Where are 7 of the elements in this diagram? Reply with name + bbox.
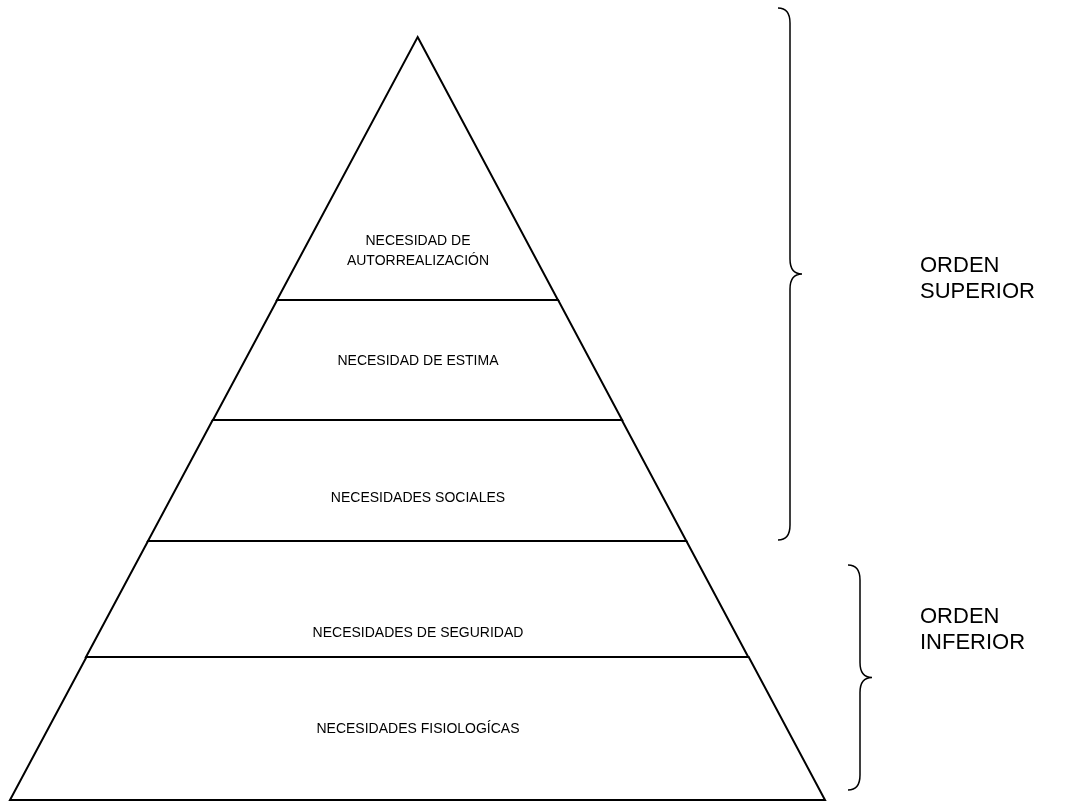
level-label: NECESIDAD DE AUTORREALIZACIÓN xyxy=(345,231,491,270)
level-label: NECESIDADES FISIOLOGÍCAS xyxy=(316,719,520,738)
group-label: ORDEN SUPERIOR xyxy=(920,252,1036,304)
level-label: NECESIDADES SOCIALES xyxy=(330,488,506,507)
group-label: ORDEN INFERIOR xyxy=(920,603,1027,655)
level-label: NECESIDADES DE SEGURIDAD xyxy=(312,623,524,642)
level-label: NECESIDAD DE ESTIMA xyxy=(337,351,499,370)
